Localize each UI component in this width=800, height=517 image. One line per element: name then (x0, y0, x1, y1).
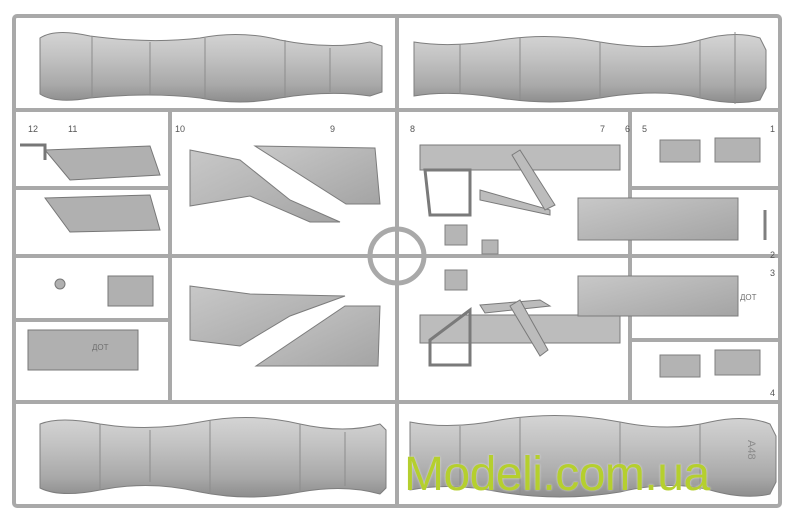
part-number: 10 (175, 124, 185, 134)
part-number: 11 (68, 124, 77, 134)
part-number: 12 (28, 124, 38, 134)
part-number: 1 (770, 124, 775, 134)
engine-nacelle-top-right (413, 32, 767, 104)
cockpit-frames (419, 144, 621, 367)
wing-panel-upper-right (253, 145, 381, 205)
engine-nacelle-bottom-left (39, 416, 387, 498)
small-parts-center (444, 224, 499, 291)
part-number: 9 (330, 124, 335, 134)
part-number: 4 (770, 388, 775, 398)
part-number: 5 (642, 124, 647, 134)
engine-nacelle-top-left (39, 32, 383, 103)
part-number: 7 (600, 124, 605, 134)
part-number: 8 (410, 124, 415, 134)
sprue-code: А48 (745, 440, 757, 460)
wing-panel-lower-left (189, 285, 346, 347)
engine-nacelle-bottom-right (409, 414, 777, 498)
flat-plates-right (577, 197, 739, 317)
part-number: 2 (770, 250, 775, 260)
part-marking: ДОТ (740, 293, 757, 302)
small-parts-right (659, 137, 767, 378)
watermark-logo: Modeli.com.ua (404, 448, 710, 501)
wing-panel-upper-left (189, 149, 341, 223)
sprue-frame (12, 14, 782, 508)
cockpit-panels-left (20, 143, 161, 371)
part-marking: ДОТ (92, 343, 109, 352)
wing-panel-lower-right (254, 305, 381, 367)
part-number: 6 (625, 124, 630, 134)
part-number-labels: 1 2 3 4 5 6 7 8 9 10 11 12 (28, 124, 775, 398)
sprue-center-ring (367, 226, 427, 286)
part-number: 3 (770, 268, 775, 278)
wing-panels (189, 145, 381, 367)
